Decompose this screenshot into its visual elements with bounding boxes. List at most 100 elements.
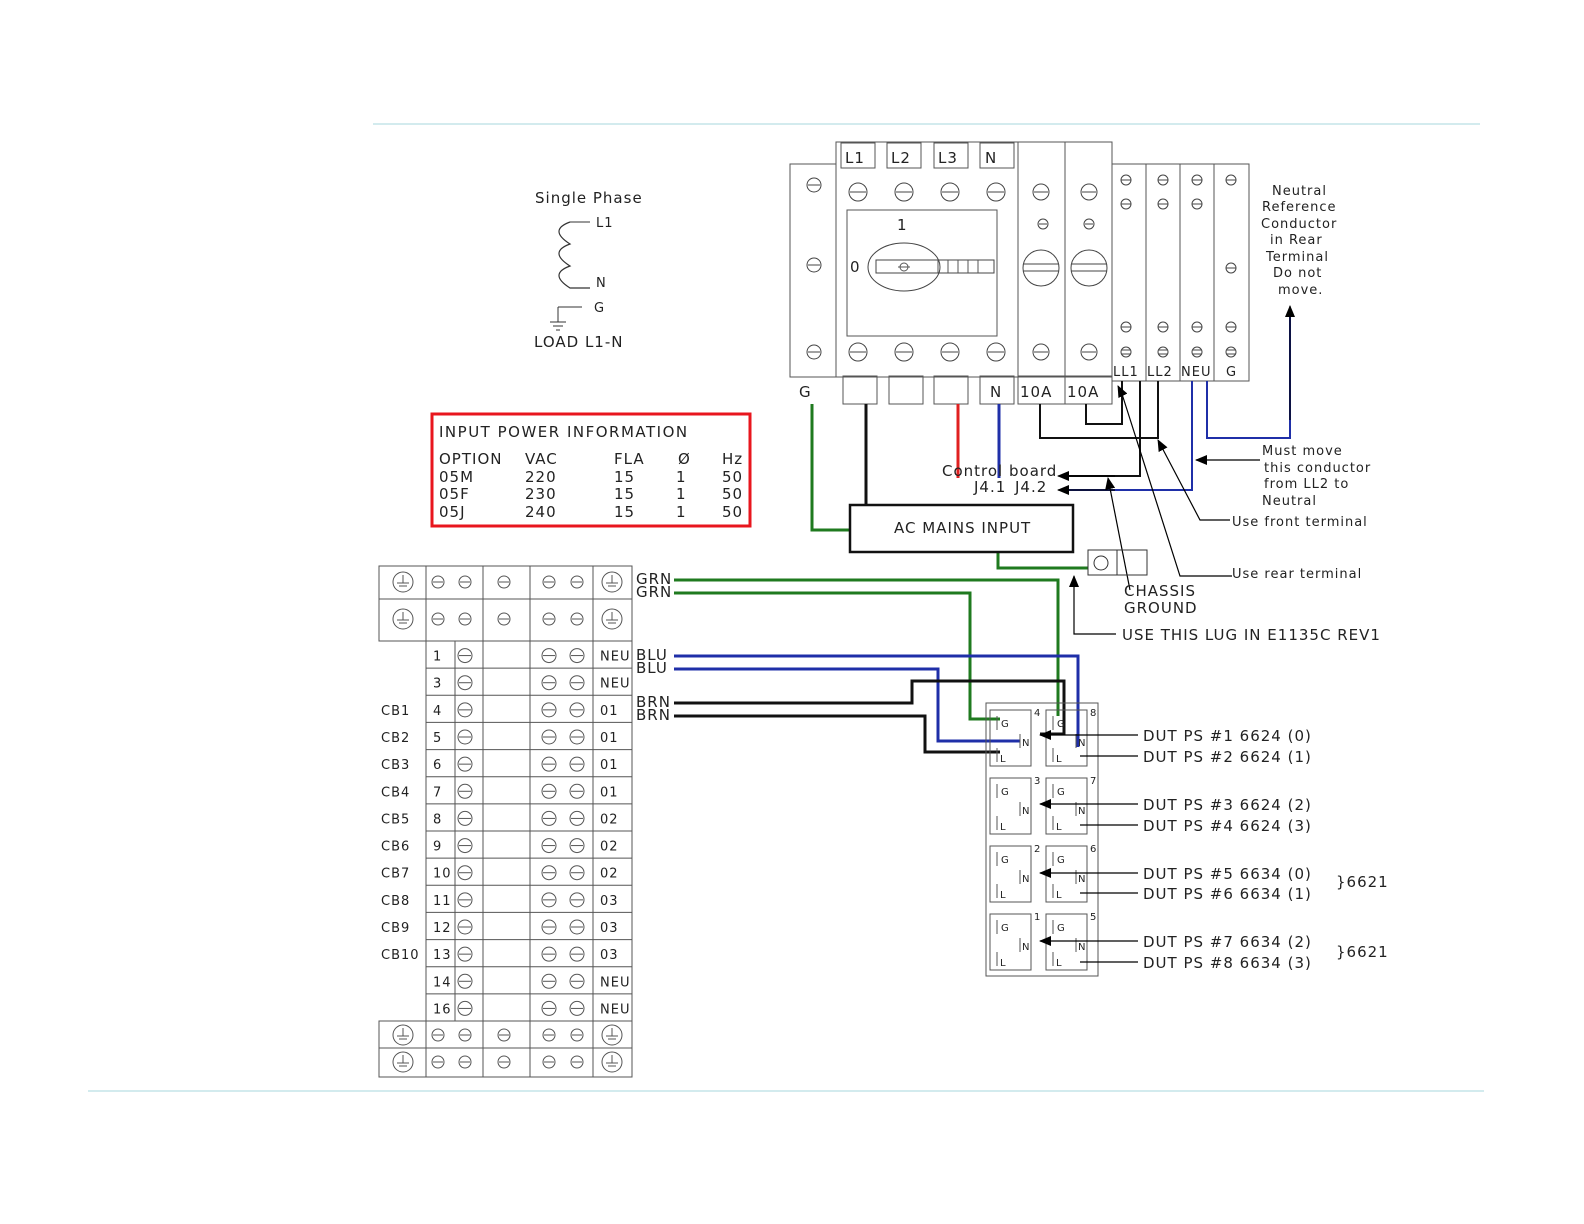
- group-label-6621-b: }6621: [1336, 943, 1389, 961]
- outlet-pin-l: L: [1000, 754, 1006, 765]
- tb-row-number: 9: [433, 840, 442, 855]
- outlet-pin-n: N: [1078, 806, 1085, 817]
- tb-cb-label: CB9: [381, 921, 410, 936]
- tb-row-tag: NEU: [600, 975, 630, 990]
- tb-row-number: 11: [433, 894, 452, 909]
- input-power-table: INPUT POWER INFORMATION OPTION VAC FLA Ø…: [430, 412, 752, 528]
- cell-r2-hz: 50: [722, 503, 743, 521]
- outlet-pin-l: L: [1056, 890, 1062, 901]
- tb-row-tag: NEU: [600, 650, 630, 665]
- tb-row-tag: NEU: [600, 677, 630, 692]
- cell-r2-option: 05J: [439, 503, 466, 521]
- tb-row-number: 16: [433, 1002, 452, 1017]
- input-power-title: INPUT POWER INFORMATION: [439, 423, 689, 441]
- use-lug-note: USE THIS LUG IN E1135C REV1: [1122, 626, 1381, 644]
- tb-cb-label: CB7: [381, 867, 410, 882]
- dut-label-2: DUT PS #2 6624 (1): [1143, 748, 1312, 766]
- tb-cb-label: CB8: [381, 894, 410, 909]
- pointer-lines: [1057, 305, 1295, 635]
- outlet-pin-n: N: [1022, 874, 1029, 885]
- breaker-assembly: [789, 141, 1250, 405]
- rail-neu: [1179, 163, 1215, 382]
- sp-l1-label: L1: [596, 216, 614, 231]
- tb-cb-label: CB1: [381, 704, 410, 719]
- tb-row-tag: NEU: [600, 1002, 630, 1017]
- outlet-number: 1: [1034, 912, 1040, 923]
- cell-r2-fla: 15: [614, 503, 635, 521]
- svg-text:move.: move.: [1278, 283, 1323, 298]
- use-front-terminal: Use front terminal: [1232, 515, 1368, 530]
- outlet-pin-l: L: [1000, 890, 1006, 901]
- ac-mains-box: [848, 503, 1075, 554]
- svg-text:Reference: Reference: [1262, 200, 1336, 215]
- tb-row-tag: 01: [600, 785, 619, 800]
- outlet-pin-g: G: [1057, 787, 1065, 798]
- tb-cb-label: CB10: [381, 948, 420, 963]
- cell-r2-vac: 240: [525, 503, 557, 521]
- single-phase-symbol: Single Phase L1 N G LOAD L1-N: [534, 189, 643, 351]
- tb-row-tag: 02: [600, 812, 619, 827]
- outlet-number: 5: [1090, 912, 1096, 923]
- breaker-bottom-n: N: [990, 383, 1002, 401]
- switch-on-label: 1: [897, 216, 908, 234]
- breaker-label-n: N: [985, 149, 997, 167]
- tb-row-tag: 02: [600, 867, 619, 882]
- tb-row-number: 13: [433, 948, 452, 963]
- outlet-number: 6: [1090, 844, 1096, 855]
- dut-label-5: DUT PS #5 6634 (0): [1143, 865, 1312, 883]
- outlet-pin-g: G: [1057, 719, 1065, 730]
- svg-text:in Rear: in Rear: [1270, 233, 1323, 248]
- cell-r1-fla: 15: [614, 485, 635, 503]
- outlet-pin-g: G: [1001, 855, 1009, 866]
- group-label-6621-a: }6621: [1336, 873, 1389, 891]
- dut-label-8: DUT PS #8 6634 (3): [1143, 954, 1312, 972]
- outlet-number: 8: [1090, 708, 1096, 719]
- single-phase-title: Single Phase: [535, 189, 643, 207]
- hdr-hz: Hz: [722, 450, 743, 468]
- svg-text:Conductor: Conductor: [1261, 217, 1337, 232]
- outlet-pin-g: G: [1001, 923, 1009, 934]
- dut-label-6: DUT PS #6 6634 (1): [1143, 885, 1312, 903]
- rail-ll2: [1145, 163, 1181, 382]
- sp-g-label: G: [594, 301, 605, 316]
- outlet-pin-g: G: [1001, 719, 1009, 730]
- cell-r0-vac: 220: [525, 468, 557, 486]
- dut-label-4: DUT PS #4 6624 (3): [1143, 817, 1312, 835]
- chassis-ground-lug: [1087, 549, 1148, 576]
- outlet-pin-n: N: [1022, 738, 1029, 749]
- outlet-pin-l: L: [1000, 958, 1006, 969]
- ac-mains-label: AC MAINS INPUT: [894, 519, 1031, 537]
- svg-text:Do not: Do not: [1273, 266, 1322, 281]
- ground-label: GROUND: [1124, 599, 1198, 617]
- j42-label: J4.2: [1014, 478, 1047, 496]
- dut-label-3: DUT PS #3 6624 (2): [1143, 796, 1312, 814]
- dut-label-1: DUT PS #1 6624 (0): [1143, 727, 1312, 745]
- tb-row-number: 4: [433, 704, 442, 719]
- tb-cb-label: CB6: [381, 840, 410, 855]
- hdr-vac: VAC: [525, 450, 558, 468]
- outlet-number: 7: [1090, 776, 1096, 787]
- tb-row-number: 10: [433, 867, 452, 882]
- rail-label-g: G: [1226, 365, 1237, 380]
- outlet-pin-l: L: [1056, 754, 1062, 765]
- tb-row-number: 1: [433, 650, 442, 665]
- switch-window: [846, 209, 998, 337]
- outlet-number: 4: [1034, 708, 1040, 719]
- breaker-label-l1: L1: [845, 149, 865, 167]
- tb-row-tag: 01: [600, 731, 619, 746]
- cell-r0-option: 05M: [439, 468, 474, 486]
- must-move-note-4: Neutral: [1262, 494, 1317, 509]
- tb-row-tag: 01: [600, 758, 619, 773]
- switch-off-label: 0: [850, 258, 861, 276]
- tb-cb-label: CB4: [381, 785, 410, 800]
- fuse-label-2: 10A: [1067, 383, 1099, 401]
- must-move-note-1: Must move: [1262, 444, 1343, 459]
- wire-label-grn-1: GRN: [636, 570, 672, 588]
- rail-label-ll2: LL2: [1147, 365, 1173, 380]
- tb-row-tag: 03: [600, 948, 619, 963]
- wire-label-blu-1: BLU: [636, 646, 668, 664]
- cell-r1-option: 05F: [439, 485, 470, 503]
- rail-label-ll1: LL1: [1113, 365, 1139, 380]
